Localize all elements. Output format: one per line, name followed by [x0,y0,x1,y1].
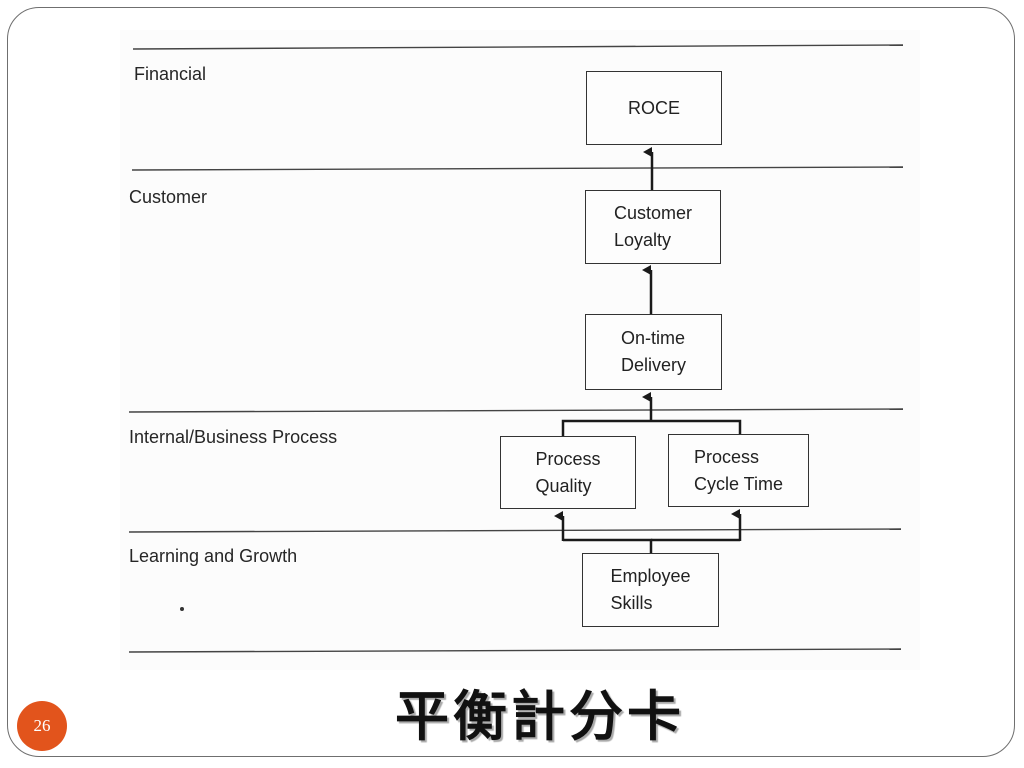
scanned-figure [120,30,920,670]
node-process-quality: Process Quality [500,436,636,509]
node-process-quality-line-1: Process [535,448,601,469]
node-customer-loyalty: Customer Loyalty [585,190,721,264]
page-number-badge: 26 [17,701,67,751]
stray-dot [180,607,184,611]
band-divider [128,528,902,533]
band-divider [132,44,904,50]
connector-skills-split [563,538,653,553]
node-customer-loyalty-line-2: Loyalty [613,230,672,250]
band-divider [128,408,904,413]
node-process-quality-line-2: Quality [535,475,592,496]
perspective-label-learning-growth: Learning and Growth [129,546,298,566]
perspective-label-customer: Customer [129,187,208,207]
node-process-cycle-time-line-1: Process [693,446,760,467]
node-employee-skills-line-1: Employee [610,566,691,586]
band-divider [131,166,904,171]
perspective-label-financial: Financial [134,64,207,84]
slide-title: 平衡計分卡 [395,684,685,748]
node-process-cycle-time-line-2: Cycle Time [693,473,783,494]
node-roce-text: ROCE [627,97,680,118]
band-divider [128,648,902,653]
perspective-label-internal-process: Internal/Business Process [129,427,338,447]
node-customer-loyalty-line-1: Customer [613,203,693,223]
node-on-time-delivery: On-time Delivery [585,314,722,390]
node-process-cycle-time: Process Cycle Time [668,434,809,507]
node-roce: ROCE [586,71,722,145]
node-on-time-delivery-line-1: On-time [620,328,685,348]
node-employee-skills: Employee Skills [582,553,719,627]
node-employee-skills-line-2: Skills [610,593,653,613]
node-on-time-delivery-line-2: Delivery [620,355,686,375]
